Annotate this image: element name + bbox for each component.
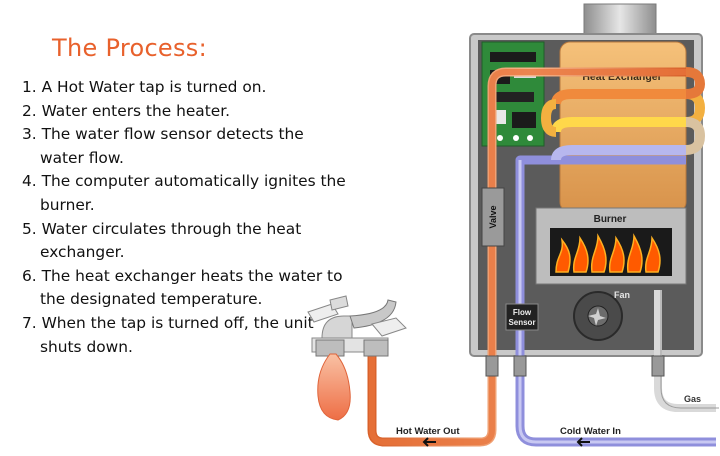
step-4: 4. The computer automatically ignites th… <box>22 172 346 214</box>
flow-sensor-label-line1: Flow <box>513 308 532 317</box>
valve: Valve <box>481 187 505 247</box>
fan-label: Fan <box>614 290 630 300</box>
cold-water-arrow <box>576 437 590 447</box>
burner-label: Burner <box>594 214 627 225</box>
flue-vent <box>583 3 657 37</box>
step-5: 5. Water circulates through the heat exc… <box>22 219 302 262</box>
hot-water-arrow <box>422 437 436 447</box>
process-steps-list: 1. A Hot Water tap is turned on. 2. Wate… <box>22 76 352 359</box>
process-title: The Process: <box>52 34 207 62</box>
step-6: 6. The heat exchanger heats the water to… <box>22 266 343 309</box>
step-2: 2. Water enters the heater. <box>22 101 231 120</box>
hot-water-tap <box>307 295 407 357</box>
gas-label: Gas <box>684 394 701 404</box>
exchanger-coil-yellow <box>551 117 686 133</box>
valve-label: Valve <box>488 205 498 228</box>
gas-pipe-connector <box>651 355 665 377</box>
step-1: 1. A Hot Water tap is turned on. <box>22 78 267 96</box>
burner: Burner <box>535 207 687 285</box>
cold-water-in-label: Cold Water In <box>560 426 621 437</box>
fan: Fan <box>573 290 630 341</box>
flow-sensor-label-line2: Sensor <box>508 318 535 327</box>
flow-sensor: Flow Sensor <box>505 303 539 331</box>
burner-flames <box>555 233 661 273</box>
exchanger-coil-orange <box>551 89 686 105</box>
hot-pipe-connector <box>485 355 499 377</box>
cold-pipe-connector <box>513 355 527 377</box>
step-3: 3. The water flow sensor detects the wat… <box>22 125 304 167</box>
exchanger-coil-blue <box>551 145 686 161</box>
hot-water-stream <box>317 353 351 421</box>
hot-water-out-label: Hot Water Out <box>396 426 460 437</box>
step-7: 7. When the tap is turned off, the unit … <box>22 313 314 356</box>
